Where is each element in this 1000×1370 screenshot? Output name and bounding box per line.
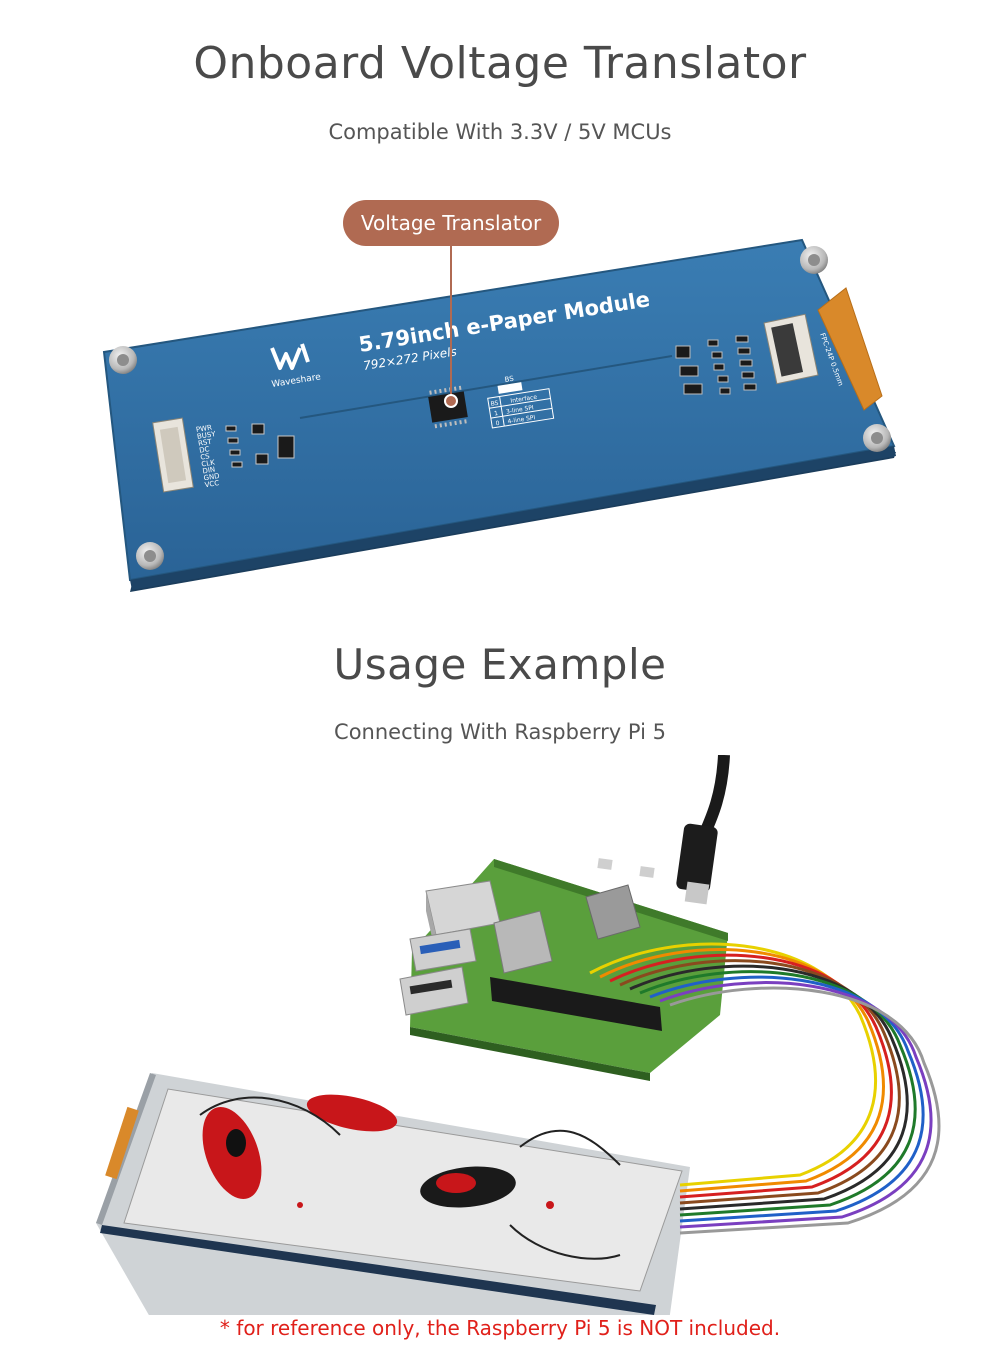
- pcb-top: [102, 238, 896, 582]
- bs-table-cell: 0: [495, 420, 500, 428]
- fpc-connector: [763, 313, 819, 385]
- callout-marker-dot: [444, 394, 458, 408]
- standoff-bottom-left: [136, 542, 164, 570]
- pin-label: RST: [198, 438, 213, 448]
- pin-label: CS: [200, 452, 211, 461]
- wire: [629, 964, 909, 1211]
- pin-label: CLK: [201, 458, 216, 468]
- voltage-translator-callout: Voltage Translator: [343, 200, 559, 246]
- gpio-connector: [152, 417, 194, 493]
- usb-port-lower: [399, 966, 469, 1016]
- pin-label: VCC: [204, 479, 220, 489]
- wire: [649, 975, 925, 1223]
- pin-label: GND: [203, 472, 220, 482]
- component-cluster-right: [675, 335, 757, 395]
- section-title-voltage-translator: Onboard Voltage Translator: [193, 38, 807, 89]
- rp1-chip: [585, 884, 641, 940]
- usb-c-plug: [676, 823, 718, 893]
- standoff-bottom-right: [863, 424, 891, 452]
- raspberry-pi-5-board: [399, 858, 728, 1081]
- section-subtitle-compatibility: Compatible With 3.3V / 5V MCUs: [328, 120, 672, 144]
- pin-label: DC: [199, 445, 211, 455]
- wire: [619, 959, 901, 1205]
- pin-label: BUSY: [196, 430, 216, 441]
- pin-label-column: PWR BUSY RST DC CS CLK DIN GND VCC: [195, 424, 220, 490]
- pin-label: DIN: [202, 466, 216, 476]
- bs-interface-table: BS Interface 1 3-line SPI 0 4-line SPI: [487, 388, 555, 429]
- fpc-cable: [817, 287, 883, 411]
- wire: [599, 948, 885, 1193]
- pin-label: PWR: [195, 424, 212, 434]
- epaper-display-module: [96, 1073, 690, 1315]
- callout-leader-line: [450, 246, 452, 398]
- section-subtitle-raspberry-pi: Connecting With Raspberry Pi 5: [334, 720, 666, 744]
- bs-label: BS: [504, 375, 515, 384]
- disclaimer-note: * for reference only, the Raspberry Pi 5…: [219, 1316, 781, 1340]
- bs-table-header: BS: [490, 400, 499, 408]
- wire: [639, 970, 917, 1217]
- gpio-header: [490, 977, 662, 1031]
- wire: [659, 981, 933, 1229]
- epaper-screen: [123, 1088, 683, 1292]
- wire: [669, 986, 941, 1235]
- bs-table-cell: 4-line SPI: [507, 414, 536, 425]
- resistor-array-left: [225, 423, 295, 468]
- standoff-top-right: [800, 246, 828, 274]
- wire: [589, 942, 878, 1187]
- wire: [609, 953, 893, 1199]
- usage-example-illustration: [96, 755, 941, 1315]
- section-title-usage-example: Usage Example: [333, 640, 667, 689]
- soc-chip: [493, 910, 553, 974]
- bs-table-cell: 3-line SPI: [506, 404, 535, 415]
- display-fpc: [105, 1106, 139, 1180]
- waveshare-logo-icon: [270, 343, 310, 370]
- bs-table-cell: 1: [494, 410, 499, 418]
- micro-hdmi-port: [597, 858, 613, 870]
- micro-hdmi-port: [639, 866, 655, 878]
- jumper-wires: [589, 942, 941, 1235]
- bs-table-header: Interface: [510, 394, 538, 405]
- bs-switch: [497, 382, 523, 394]
- epaper-driver-board: Waveshare 5.79inch e-Paper Module 792×27…: [102, 238, 896, 592]
- standoff-top-left: [109, 346, 137, 374]
- koi-artwork: [199, 1094, 621, 1260]
